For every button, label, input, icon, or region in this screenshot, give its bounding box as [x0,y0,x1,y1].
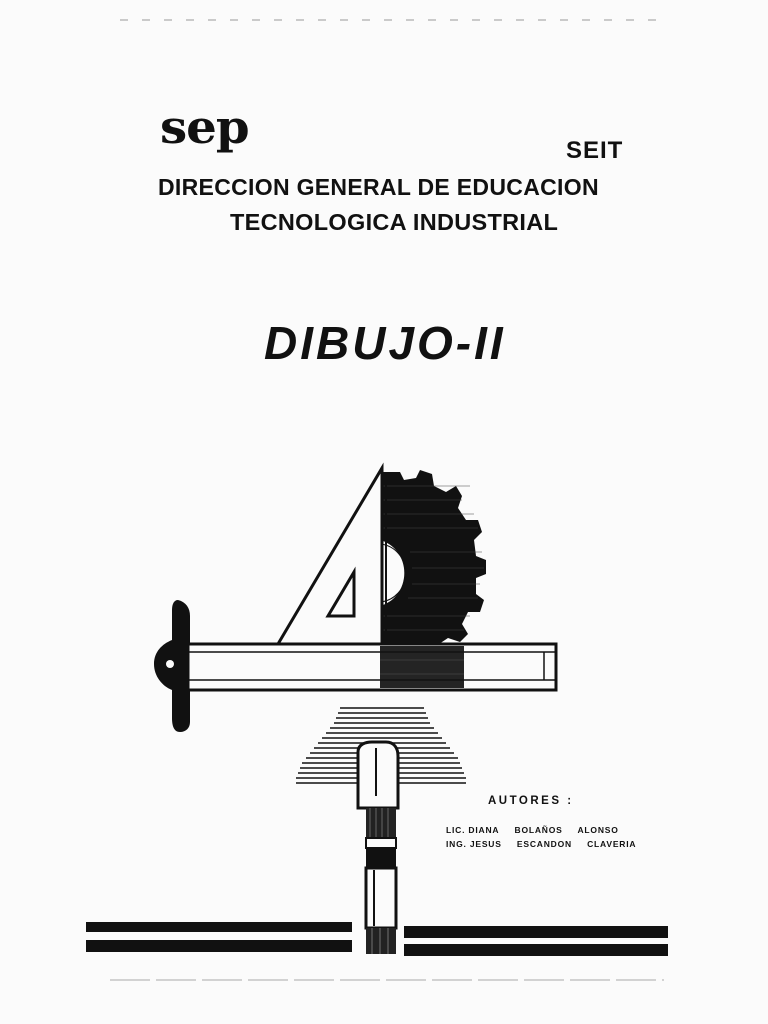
author-surname: ALONSO [577,825,619,835]
direction-line-1: DIRECCION GENERAL DE EDUCACION [158,174,599,200]
author-surname: CLAVERIA [587,839,637,849]
author-line: ING. JESUS ESCANDON CLAVERIA [446,839,636,849]
set-square-icon [275,462,387,646]
t-square-icon [154,600,558,732]
direction-line-2: TECNOLOGICA INDUSTRIAL [230,209,559,235]
gear-icon [379,470,486,672]
author-prefix: ING. JESUS [446,839,502,849]
author-surname: ESCANDON [516,839,572,849]
author-prefix: LIC. DIANA [446,825,500,835]
document-title: DIBUJO-II [264,317,506,369]
top-dashed-line [120,19,660,21]
pencil-icon [356,740,400,954]
bottom-bars [86,922,668,956]
author-surname: BOLAÑOS [514,825,563,835]
author-line: LIC. DIANA BOLAÑOS ALONSO [446,825,619,835]
sep-logo: sep [160,100,250,154]
org-code: SEIT [566,137,624,164]
authors-heading: AUTORES : [488,795,574,807]
